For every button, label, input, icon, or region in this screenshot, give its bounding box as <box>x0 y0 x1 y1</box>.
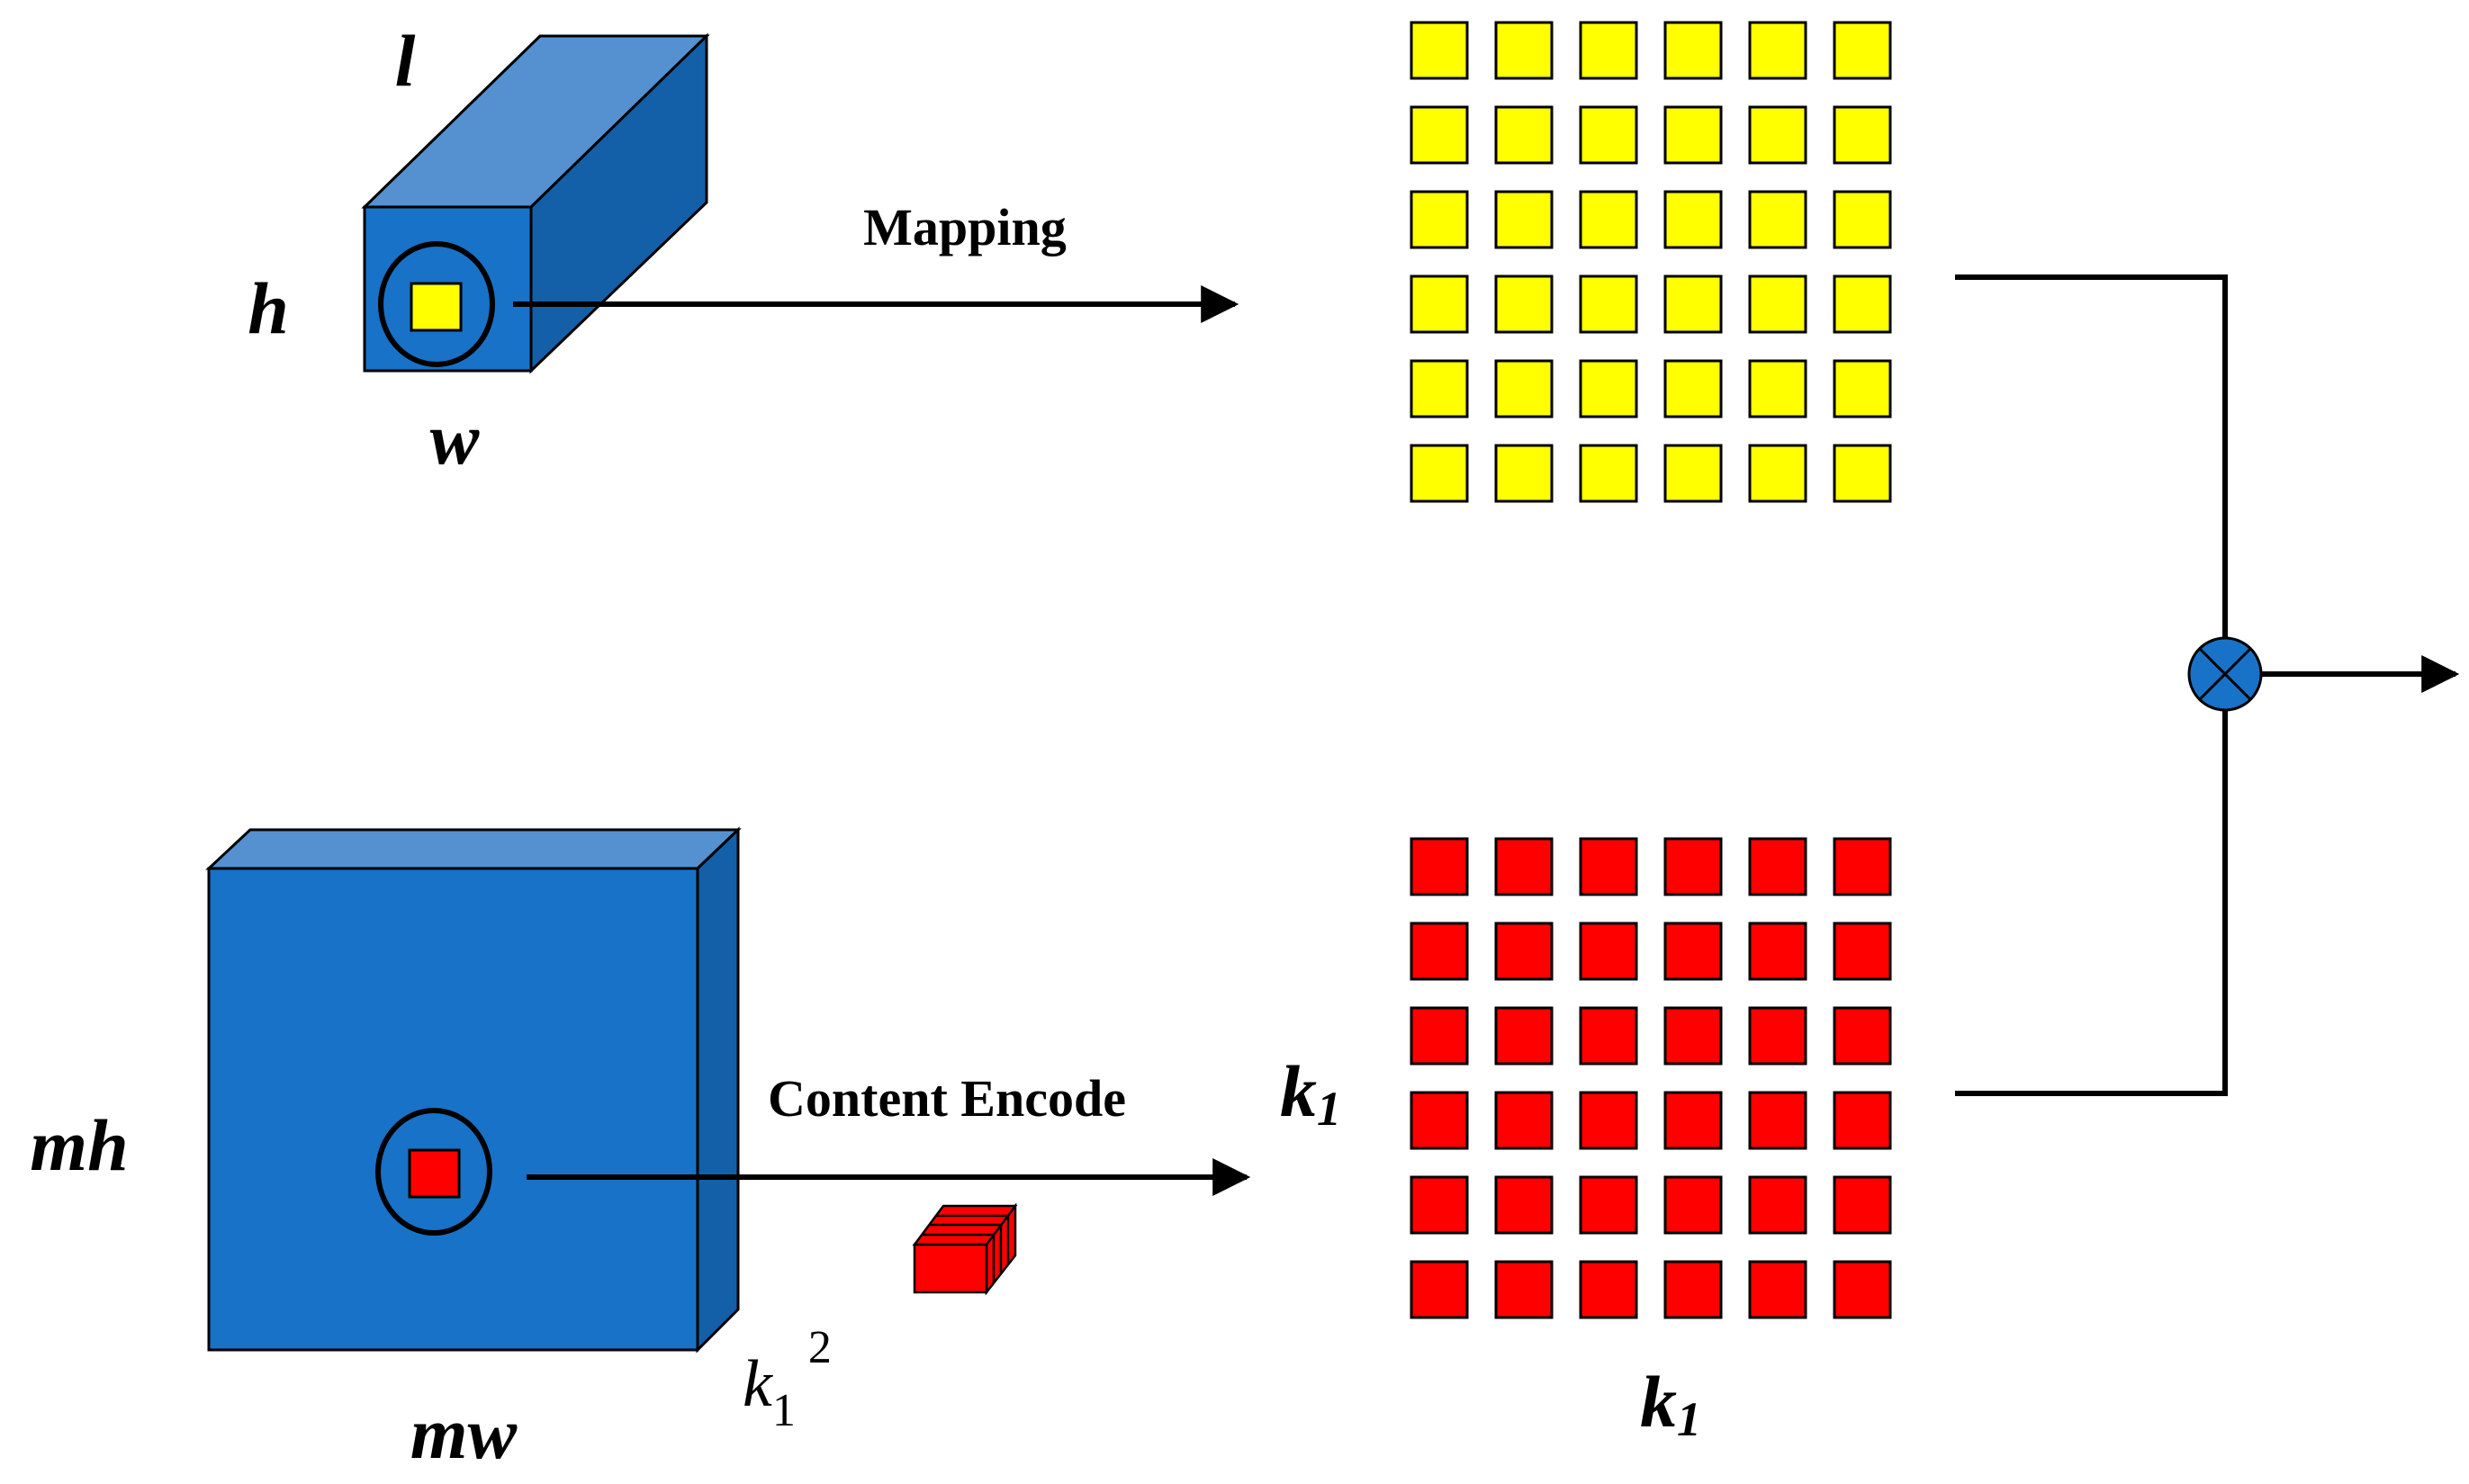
red-grid-cell <box>1410 837 1469 896</box>
yellow-grid-cell <box>1833 21 1892 80</box>
red-grid-cell <box>1410 1175 1469 1235</box>
top-cuboid-highlight-ring <box>378 241 495 367</box>
bottom-cuboid-red-cell <box>408 1148 461 1199</box>
yellow-grid-cell <box>1494 444 1554 503</box>
yellow-grid-cell <box>1833 105 1892 165</box>
yellow-grid-cell <box>1833 190 1892 249</box>
red-grid-cell <box>1748 1175 1807 1235</box>
yellow-grid-cell <box>1579 21 1638 80</box>
yellow-grid-cell <box>1494 274 1554 334</box>
yellow-grid-cell <box>1494 105 1554 165</box>
bottom-cuboid-highlight-ring <box>375 1108 492 1236</box>
red-grid-cell <box>1494 1260 1554 1319</box>
label-l: l <box>395 20 416 102</box>
red-grid-cell <box>1579 1260 1638 1319</box>
top-grid-connector <box>1955 274 2228 639</box>
red-grid-cell <box>1748 1091 1807 1150</box>
yellow-grid-cell <box>1663 444 1723 503</box>
label-mw: mw <box>410 1392 518 1474</box>
yellow-grid-cell <box>1663 21 1723 80</box>
red-grid-cell <box>1663 922 1723 981</box>
yellow-grid-cell <box>1410 105 1469 165</box>
yellow-grid-cell <box>1410 274 1469 334</box>
red-grid-cell <box>1579 1175 1638 1235</box>
red-grid-cell <box>1410 1091 1469 1150</box>
yellow-grid-cell <box>1748 190 1807 249</box>
yellow-grid-cell <box>1579 105 1638 165</box>
red-grid-cell <box>1663 1006 1723 1066</box>
red-grid-cell <box>1579 922 1638 981</box>
red-grid-cell <box>1494 922 1554 981</box>
yellow-grid-cell <box>1494 190 1554 249</box>
yellow-grid-cell <box>1410 21 1469 80</box>
yellow-grid-cell <box>1410 190 1469 249</box>
yellow-grid-cell <box>1663 190 1723 249</box>
yellow-kernel-grid <box>1410 21 1892 503</box>
red-grid-cell <box>1663 1260 1723 1319</box>
yellow-grid-cell <box>1579 444 1638 503</box>
label-k1-squared: k12 <box>743 1322 832 1436</box>
yellow-grid-cell <box>1663 359 1723 418</box>
yellow-grid-cell <box>1410 444 1469 503</box>
yellow-grid-cell <box>1410 359 1469 418</box>
red-grid-cell <box>1833 922 1892 981</box>
top-feature-cuboid <box>361 32 710 374</box>
red-grid-cell <box>1748 922 1807 981</box>
bottom-grid-connector <box>1955 709 2228 1096</box>
yellow-grid-cell <box>1748 274 1807 334</box>
label-mh: mh <box>30 1104 128 1186</box>
red-grid-cell <box>1410 1006 1469 1066</box>
top-cuboid-yellow-cell <box>410 282 463 332</box>
yellow-grid-cell <box>1748 105 1807 165</box>
content-encode-label: Content Encode <box>768 1069 1126 1128</box>
red-grid-cell <box>1748 1260 1807 1319</box>
yellow-grid-cell <box>1579 359 1638 418</box>
yellow-grid-cell <box>1579 190 1638 249</box>
label-w: w <box>430 398 480 480</box>
red-grid-cell <box>1663 1091 1723 1150</box>
red-grid-cell <box>1833 837 1892 896</box>
red-kernel-grid <box>1410 837 1892 1319</box>
red-grid-cell <box>1579 837 1638 896</box>
yellow-grid-cell <box>1663 274 1723 334</box>
yellow-grid-cell <box>1748 444 1807 503</box>
red-grid-cell <box>1494 1175 1554 1235</box>
red-grid-cell <box>1410 1260 1469 1319</box>
yellow-grid-cell <box>1748 359 1807 418</box>
label-h: h <box>248 267 289 349</box>
yellow-grid-cell <box>1833 359 1892 418</box>
red-grid-cell <box>1579 1006 1638 1066</box>
yellow-grid-cell <box>1579 274 1638 334</box>
label-k1-left: k1 <box>1280 1050 1341 1136</box>
red-grid-cell <box>1494 837 1554 896</box>
bottom-cuboid-side-face <box>696 826 740 1354</box>
red-grid-cell <box>1663 1175 1723 1235</box>
red-grid-cell <box>1833 1006 1892 1066</box>
red-grid-cell <box>1494 1091 1554 1150</box>
encoded-red-stack <box>912 1202 1018 1296</box>
red-grid-cell <box>1748 1006 1807 1066</box>
red-grid-cell <box>1748 837 1807 896</box>
red-grid-cell <box>1833 1091 1892 1150</box>
red-grid-cell <box>1833 1175 1892 1235</box>
yellow-grid-cell <box>1494 359 1554 418</box>
mapping-label: Mapping <box>863 198 1067 256</box>
yellow-grid-cell <box>1833 274 1892 334</box>
circle-times-icon <box>2187 636 2263 712</box>
red-grid-cell <box>1579 1091 1638 1150</box>
yellow-grid-cell <box>1494 21 1554 80</box>
yellow-grid-cell <box>1748 21 1807 80</box>
bottom-cuboid-front-face <box>207 867 699 1352</box>
bottom-feature-cuboid <box>205 826 742 1354</box>
red-grid-cell <box>1494 1006 1554 1066</box>
label-k1-bottom: k1 <box>1640 1361 1701 1446</box>
yellow-grid-cell <box>1833 444 1892 503</box>
yellow-grid-cell <box>1663 105 1723 165</box>
bottom-cuboid-top-face <box>205 828 742 870</box>
red-grid-cell <box>1833 1260 1892 1319</box>
red-grid-cell <box>1663 837 1723 896</box>
red-grid-cell <box>1410 922 1469 981</box>
